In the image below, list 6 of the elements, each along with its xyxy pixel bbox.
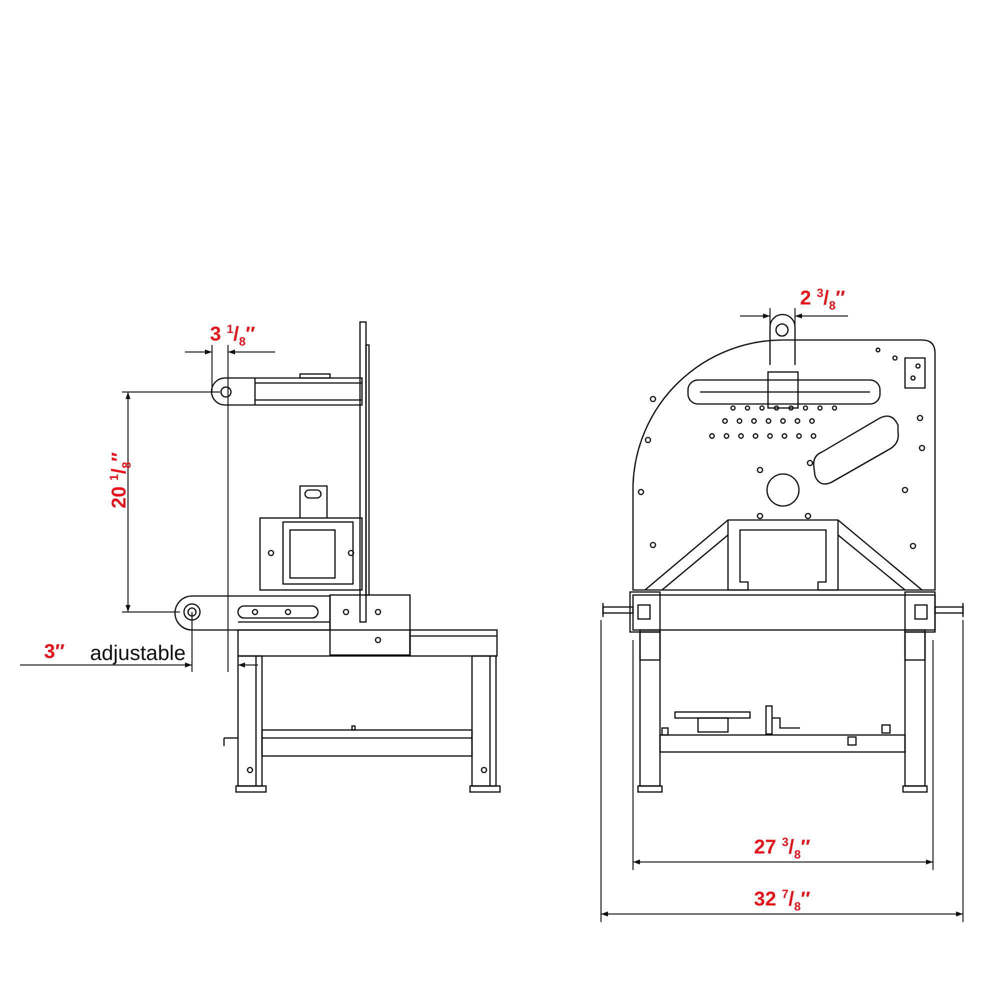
dimension-label: 3 $^{1}$/$_{8}$″ [210, 323, 256, 348]
dimension-label: 27 $^{3}$/$_{8}$″ [754, 836, 810, 861]
note-text: adjustable [90, 643, 186, 664]
dimension-label: 2 $^{3}$/$_{8}$″ [800, 287, 846, 312]
dimension-label: 3″ [44, 642, 65, 662]
dimension-label: 32 $^{7}$/$_{8}$″ [754, 888, 810, 913]
